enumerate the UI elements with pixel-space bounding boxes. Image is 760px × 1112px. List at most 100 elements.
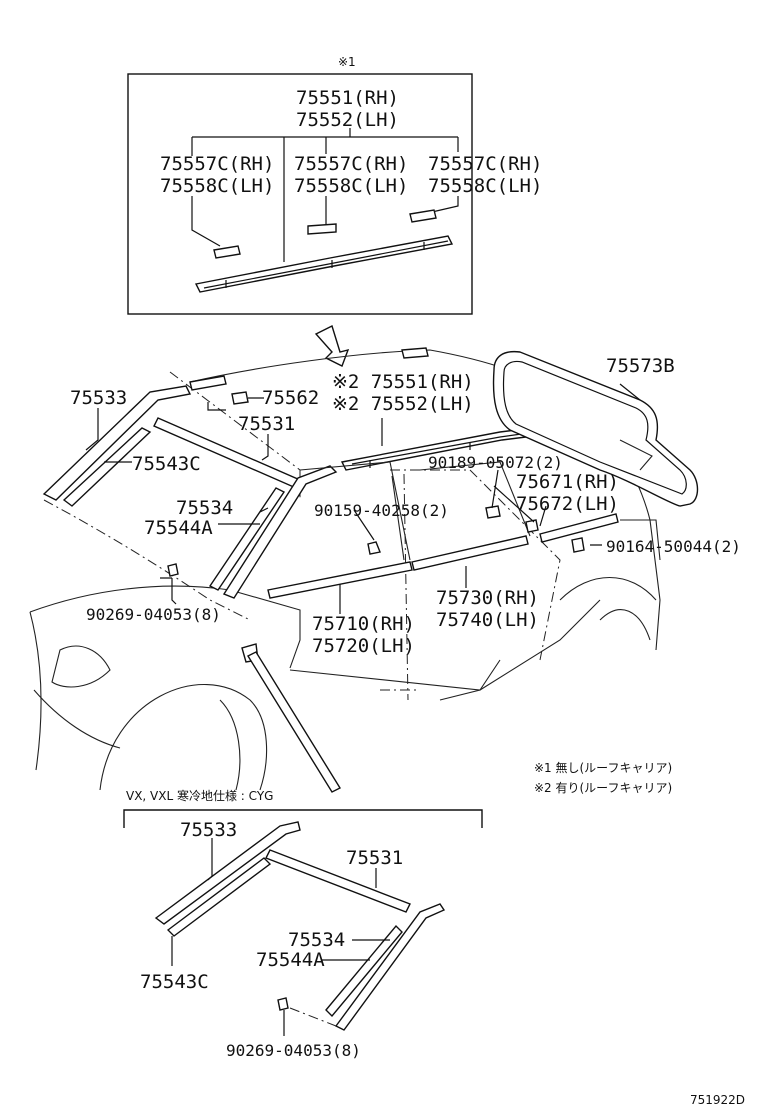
- front-door-frame: [299, 461, 411, 561]
- note-1: ※1 無し(ルーフキャリア): [534, 760, 672, 775]
- quarter-window: [619, 439, 653, 471]
- clip-90269-inset: [277, 997, 289, 1011]
- label-75531-main: 75531: [238, 413, 295, 435]
- roof-rail-inset-detail: [203, 240, 449, 289]
- label-75710-rh: 75710(RH): [312, 613, 415, 635]
- rear-wheel-arch: [559, 576, 657, 601]
- roof-garnish-rear: [401, 347, 429, 359]
- part-75543c-inset: [166, 857, 272, 937]
- side-moldings: [267, 461, 619, 599]
- diagram-id: 751922D: [690, 1093, 745, 1107]
- front-fascia: [29, 611, 42, 771]
- label-75730-rh: 75730(RH): [436, 587, 539, 609]
- end-cover-b: [307, 223, 337, 235]
- top-inset: ※1 75551(RH) 75552(LH) 75557C(RH) 75558C…: [127, 55, 542, 315]
- notes: ※1 無し(ルーフキャリア) ※2 有り(ルーフキャリア): [534, 760, 672, 795]
- label-90164: 90164-50044(2): [606, 537, 741, 556]
- end-cover-a: [213, 245, 241, 259]
- pointer-arrow-shaft: [247, 651, 341, 793]
- part-75534-inset: [325, 924, 403, 1018]
- part-75671-molding: [539, 513, 619, 543]
- label-75740-lh: 75740(LH): [436, 609, 539, 631]
- pillar-dash: [380, 473, 420, 701]
- label-75671-rh: 75671(RH): [516, 471, 619, 493]
- hood-dash-line: [43, 499, 251, 621]
- label-75557c-rh-b: 75557C(RH): [294, 153, 408, 175]
- part-75710-molding: [267, 561, 413, 599]
- clip-90269: [167, 563, 179, 577]
- label-75543c-main: 75543C: [132, 453, 201, 475]
- door-dash: [390, 469, 561, 661]
- main-leader-lines: [85, 383, 641, 614]
- label-75533-inset: 75533: [180, 819, 237, 841]
- label-75552-lh-inset: 75552(LH): [296, 109, 399, 131]
- label-75672-lh: 75672(LH): [516, 493, 619, 515]
- part-75533-main: [42, 385, 192, 501]
- label-90189: 90189-05072(2): [428, 453, 563, 472]
- part-75573b: [492, 350, 699, 507]
- center-pillar: [391, 475, 405, 561]
- end-cover-c: [409, 209, 437, 223]
- bolt-90159: [367, 541, 381, 555]
- rear-wheel-arch-inner: [599, 609, 651, 641]
- sill-line: [439, 659, 501, 701]
- label-75720-lh: 75720(LH): [312, 635, 415, 657]
- top-inset-frame: [127, 73, 473, 315]
- label-75534-inset: 75534: [288, 929, 345, 951]
- part-75730-molding: [411, 535, 529, 571]
- label-75557c-rh-c: 75557C(RH): [428, 153, 542, 175]
- rear-lamp-outline: [620, 519, 661, 561]
- front-wheel-arch-inner: [219, 699, 241, 791]
- part-75544a-main: [222, 465, 338, 599]
- label-75533-main: 75533: [70, 387, 127, 409]
- part-75534-main: [208, 487, 286, 591]
- label-90269-main: 90269-04053(8): [86, 605, 221, 624]
- bolt-90189-b: [525, 519, 539, 533]
- front-wheel-arch: [99, 683, 268, 791]
- label-75562: 75562: [262, 387, 319, 409]
- part-75543c-main: [62, 427, 152, 507]
- note-2: ※2 有り(ルーフキャリア): [534, 781, 672, 795]
- main-labels: 75533 75543C 75562 75531 75534 75544A ※2…: [70, 355, 741, 657]
- label-75558c-lh-c: 75558C(LH): [428, 175, 542, 197]
- headlamp: [51, 645, 111, 688]
- part-75573b-outer: [492, 350, 699, 507]
- front-pillar-parts: [42, 347, 429, 599]
- label-75573b: 75573B: [606, 355, 675, 377]
- bottom-inset-bracket: [123, 809, 483, 828]
- label-75534-main: 75534: [176, 497, 233, 519]
- label-75543c-inset: 75543C: [140, 971, 209, 993]
- roof-garnish-front: [189, 375, 227, 391]
- inset-direction-arrow: [314, 325, 350, 367]
- label-90159: 90159-40258(2): [314, 501, 449, 520]
- bottom-inset: VX, VXL 寒冷地仕様 : CYG 75533 75531 75534 75…: [123, 788, 483, 1060]
- bottom-inset-title: VX, VXL 寒冷地仕様 : CYG: [126, 788, 273, 803]
- label-75544a-main: 75544A: [144, 517, 213, 539]
- label-75551-rh-inset: 75551(RH): [296, 87, 399, 109]
- label-75558c-lh-a: 75558C(LH): [160, 175, 274, 197]
- label-75551-rh-main: ※2 75551(RH): [332, 371, 474, 393]
- part-75573b-inner: [502, 360, 687, 495]
- bolt-90189: [485, 505, 501, 519]
- label-90269-inset: 90269-04053(8): [226, 1041, 361, 1060]
- fasteners: [167, 505, 585, 577]
- body-side-line: [289, 599, 601, 691]
- part-75562-main: [231, 391, 249, 405]
- hood-outline: [29, 585, 301, 669]
- part-75531-inset: [265, 849, 411, 913]
- rear-door-frame: [419, 461, 531, 537]
- inset-marker-1: ※1: [338, 55, 356, 69]
- label-75544a-inset: 75544A: [256, 949, 325, 971]
- bolt-90164: [571, 537, 585, 553]
- inset-leader-bracket: [191, 128, 459, 262]
- bumper-line: [33, 689, 121, 749]
- clip-dash-inset: [289, 1007, 337, 1027]
- roof-rail-inset-mounts: [225, 242, 425, 288]
- part-75544a-inset: [334, 903, 446, 1031]
- bottom-inset-leaders: [171, 838, 390, 1036]
- label-75531-inset: 75531: [346, 847, 403, 869]
- part-75533-inset: [154, 821, 301, 925]
- label-75552-lh-main: ※2 75552(LH): [332, 393, 474, 415]
- label-75557c-rh-a: 75557C(RH): [160, 153, 274, 175]
